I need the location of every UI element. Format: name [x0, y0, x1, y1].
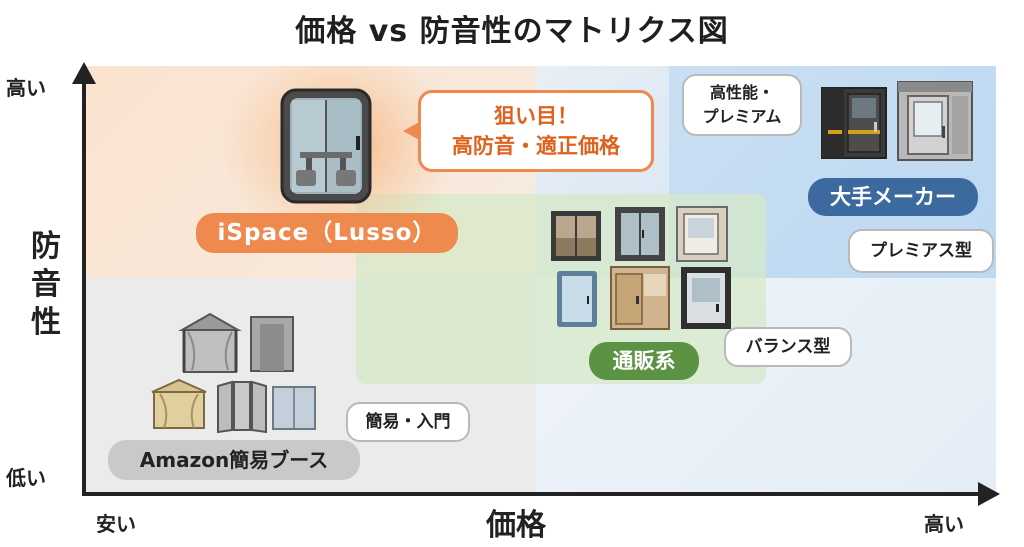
- x-axis-low-label: 安い: [96, 512, 136, 536]
- y-axis-line: [82, 82, 86, 496]
- amazon-note-bubble: 簡易・入門: [346, 402, 470, 442]
- maker-note-bubble: 高性能・ プレミアム: [682, 74, 802, 136]
- phone-booth-icon: [280, 88, 372, 204]
- maker-label: 大手メーカー: [808, 178, 978, 216]
- mid-booth-icon: [557, 271, 597, 327]
- ispace-label: iSpace（Lusso）: [196, 213, 458, 253]
- y-axis-arrow-icon: [72, 62, 96, 84]
- tent-booth-icon: [250, 316, 294, 372]
- ispace-callout: 狙い目！ 高防音・適正価格: [403, 90, 654, 172]
- x-axis-title: 価格: [486, 508, 546, 543]
- diagram-title: 価格 vs 防音性のマトリクス図: [295, 14, 729, 49]
- mid-booth-icon: [681, 267, 731, 329]
- tent-booth-icon: [151, 378, 207, 429]
- tent-booth-icon: [178, 312, 242, 373]
- amazon-label: Amazon簡易ブース: [108, 440, 360, 480]
- y-axis-high-label: 高い: [6, 76, 46, 100]
- ispace-callout-line2: 高防音・適正価格: [452, 134, 620, 158]
- tent-booth-icon: [217, 380, 267, 434]
- mid-booth-icon: [676, 206, 728, 262]
- mid-booth-icon: [551, 211, 601, 261]
- tent-booth-icon: [272, 386, 316, 430]
- x-axis-line: [82, 492, 980, 496]
- mid-booth-icon: [615, 207, 665, 261]
- y-axis-title: 防音性: [31, 229, 61, 340]
- tsuhan-type-bubble: バランス型: [724, 327, 852, 367]
- ispace-callout-line1: 狙い目！: [494, 104, 578, 128]
- maker-note-line1: 高性能・: [709, 83, 774, 102]
- mid-booth-icon: [610, 266, 670, 330]
- x-axis-high-label: 高い: [924, 512, 964, 536]
- tsuhan-label: 通販系: [589, 342, 699, 380]
- callout-tail-icon: [403, 121, 421, 141]
- y-axis-low-label: 低い: [6, 466, 46, 490]
- premium-booth-icon: [897, 81, 973, 161]
- premium-booth-icon: [821, 87, 887, 159]
- maker-note-line2: プレミアム: [702, 107, 782, 126]
- maker-type-bubble: プレミアス型: [848, 229, 994, 273]
- x-axis-arrow-icon: [978, 482, 1000, 506]
